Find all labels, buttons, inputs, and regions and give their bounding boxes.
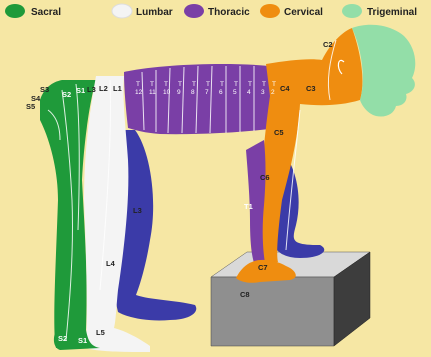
thoracic-prefix-label: T [192,81,196,88]
label-l2-back: L2 [99,84,108,93]
label-t1: T1 [244,202,253,211]
thoracic-level-label: 12 [135,89,143,96]
legend-label: Sacral [31,7,61,18]
box [211,252,370,346]
legend-label: Lumbar [136,7,173,18]
label-c6: C6 [260,173,270,182]
label-s2-leg: S2 [58,334,67,343]
legend-item-cervical: Cervical [260,4,323,18]
thoracic-level-label: 8 [191,89,195,96]
thoracic-prefix-label: T [150,81,154,88]
thoracic-prefix-label: T [220,81,224,88]
legend-swatch [5,4,25,18]
thoracic-prefix-label: T [164,81,168,88]
legend-label: Thoracic [208,7,250,18]
label-l3-leg: L3 [133,206,142,215]
label-l1-back: L1 [113,84,122,93]
label-s1-back: S1 [76,86,85,95]
label-s1-leg: S1 [78,336,87,345]
thoracic-level-label: 6 [219,89,223,96]
label-c2: C2 [323,40,333,49]
thoracic-prefix-label: T [234,81,238,88]
legend-swatch [260,4,280,18]
legend-item-thoracic: Thoracic [184,4,250,18]
box-front [211,277,334,346]
legend-item-lumbar: Lumbar [112,4,173,18]
legend-swatch [342,4,362,18]
label-s3: S3 [40,85,49,94]
legend-item-sacral: Sacral [5,4,61,18]
thoracic-level-label: 11 [149,89,156,96]
label-l3-back: L3 [87,85,96,94]
label-c4: C4 [280,84,290,93]
thoracic-level-label: 3 [261,89,265,96]
thoracic-prefix-label: T [178,81,182,88]
thoracic-level-label: 2 [271,89,275,96]
thoracic-level-label: 10 [163,89,171,96]
legend: Sacral Lumbar Thoracic Cervical Trigemin… [5,4,417,18]
thoracic-prefix-label: T [272,81,276,88]
legend-item-trigeminal: Trigeminal [342,4,417,18]
label-l4-leg: L4 [106,259,116,268]
thoracic-prefix-label: T [262,81,266,88]
thoracic-level-label: 5 [233,89,237,96]
label-c5: C5 [274,128,284,137]
label-c3: C3 [306,84,316,93]
thoracic-level-label: 7 [205,89,209,96]
legend-swatch [112,4,132,18]
thoracic-level-label: 9 [177,89,181,96]
neck-cervical [255,28,362,268]
thoracic-prefix-label: T [206,81,210,88]
legend-swatch [184,4,204,18]
label-c7: C7 [258,263,268,272]
legend-label: Trigeminal [367,7,417,18]
thoracic-prefix-label: T [248,81,252,88]
label-s2-back: S2 [62,90,71,99]
legend-label: Cervical [284,7,323,18]
label-c8: C8 [240,290,250,299]
label-s5: S5 [26,102,35,111]
torso-thoracic [124,64,276,134]
thoracic-prefix-label: T [136,81,140,88]
label-l5-leg: L5 [96,328,105,337]
thoracic-level-label: 4 [247,89,251,96]
